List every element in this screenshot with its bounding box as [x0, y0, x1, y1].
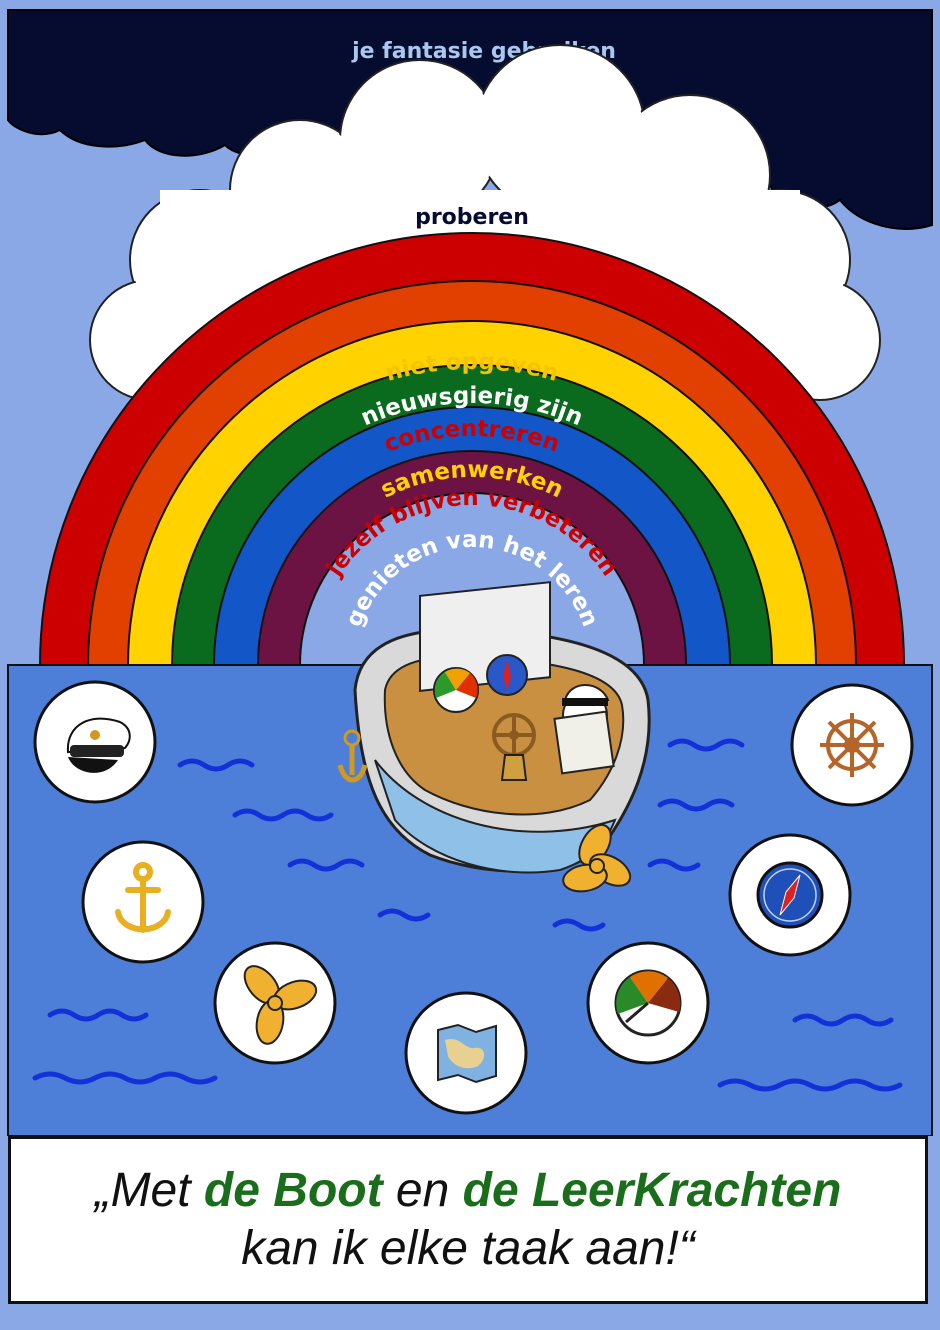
caption-word-en: en [382, 1164, 463, 1217]
gauge-icon [614, 969, 682, 1037]
map-medallion [404, 991, 528, 1115]
waves [32, 738, 903, 1092]
scene-illustration: je fantasie gebruiken proberen genieten … [7, 9, 933, 1136]
propeller-medallion [213, 941, 337, 1065]
captain-hat-icon [66, 717, 131, 773]
compass-icon [756, 861, 824, 929]
ship-wheel-medallion [790, 683, 914, 807]
anchor-icon [115, 862, 171, 933]
anchor-medallion [81, 840, 205, 964]
rainbow-outer-label: proberen [415, 205, 529, 230]
caption-de-boot: de Boot [203, 1164, 383, 1217]
boat-illustration [337, 581, 651, 893]
captain-hat-medallion [33, 680, 157, 804]
gauge-medallion [586, 941, 710, 1065]
ship-wheel-icon [820, 713, 884, 777]
caption-line-1: „Met de Boot en de LeerKrachten [95, 1162, 842, 1220]
propeller-icon [243, 965, 318, 1045]
caption-open-quote: „ [94, 1164, 111, 1217]
caption-line-2: kan ik elke taak aan!“ [241, 1222, 695, 1275]
caption-de-leerkrachten: de LeerKrachten [462, 1164, 842, 1217]
caption-box: „Met de Boot en de LeerKrachten kan ik e… [8, 1136, 928, 1304]
map-icon [437, 1023, 497, 1084]
compass-medallion [728, 833, 852, 957]
rainbow [38, 232, 906, 666]
caption-word-met: Met [110, 1164, 204, 1217]
